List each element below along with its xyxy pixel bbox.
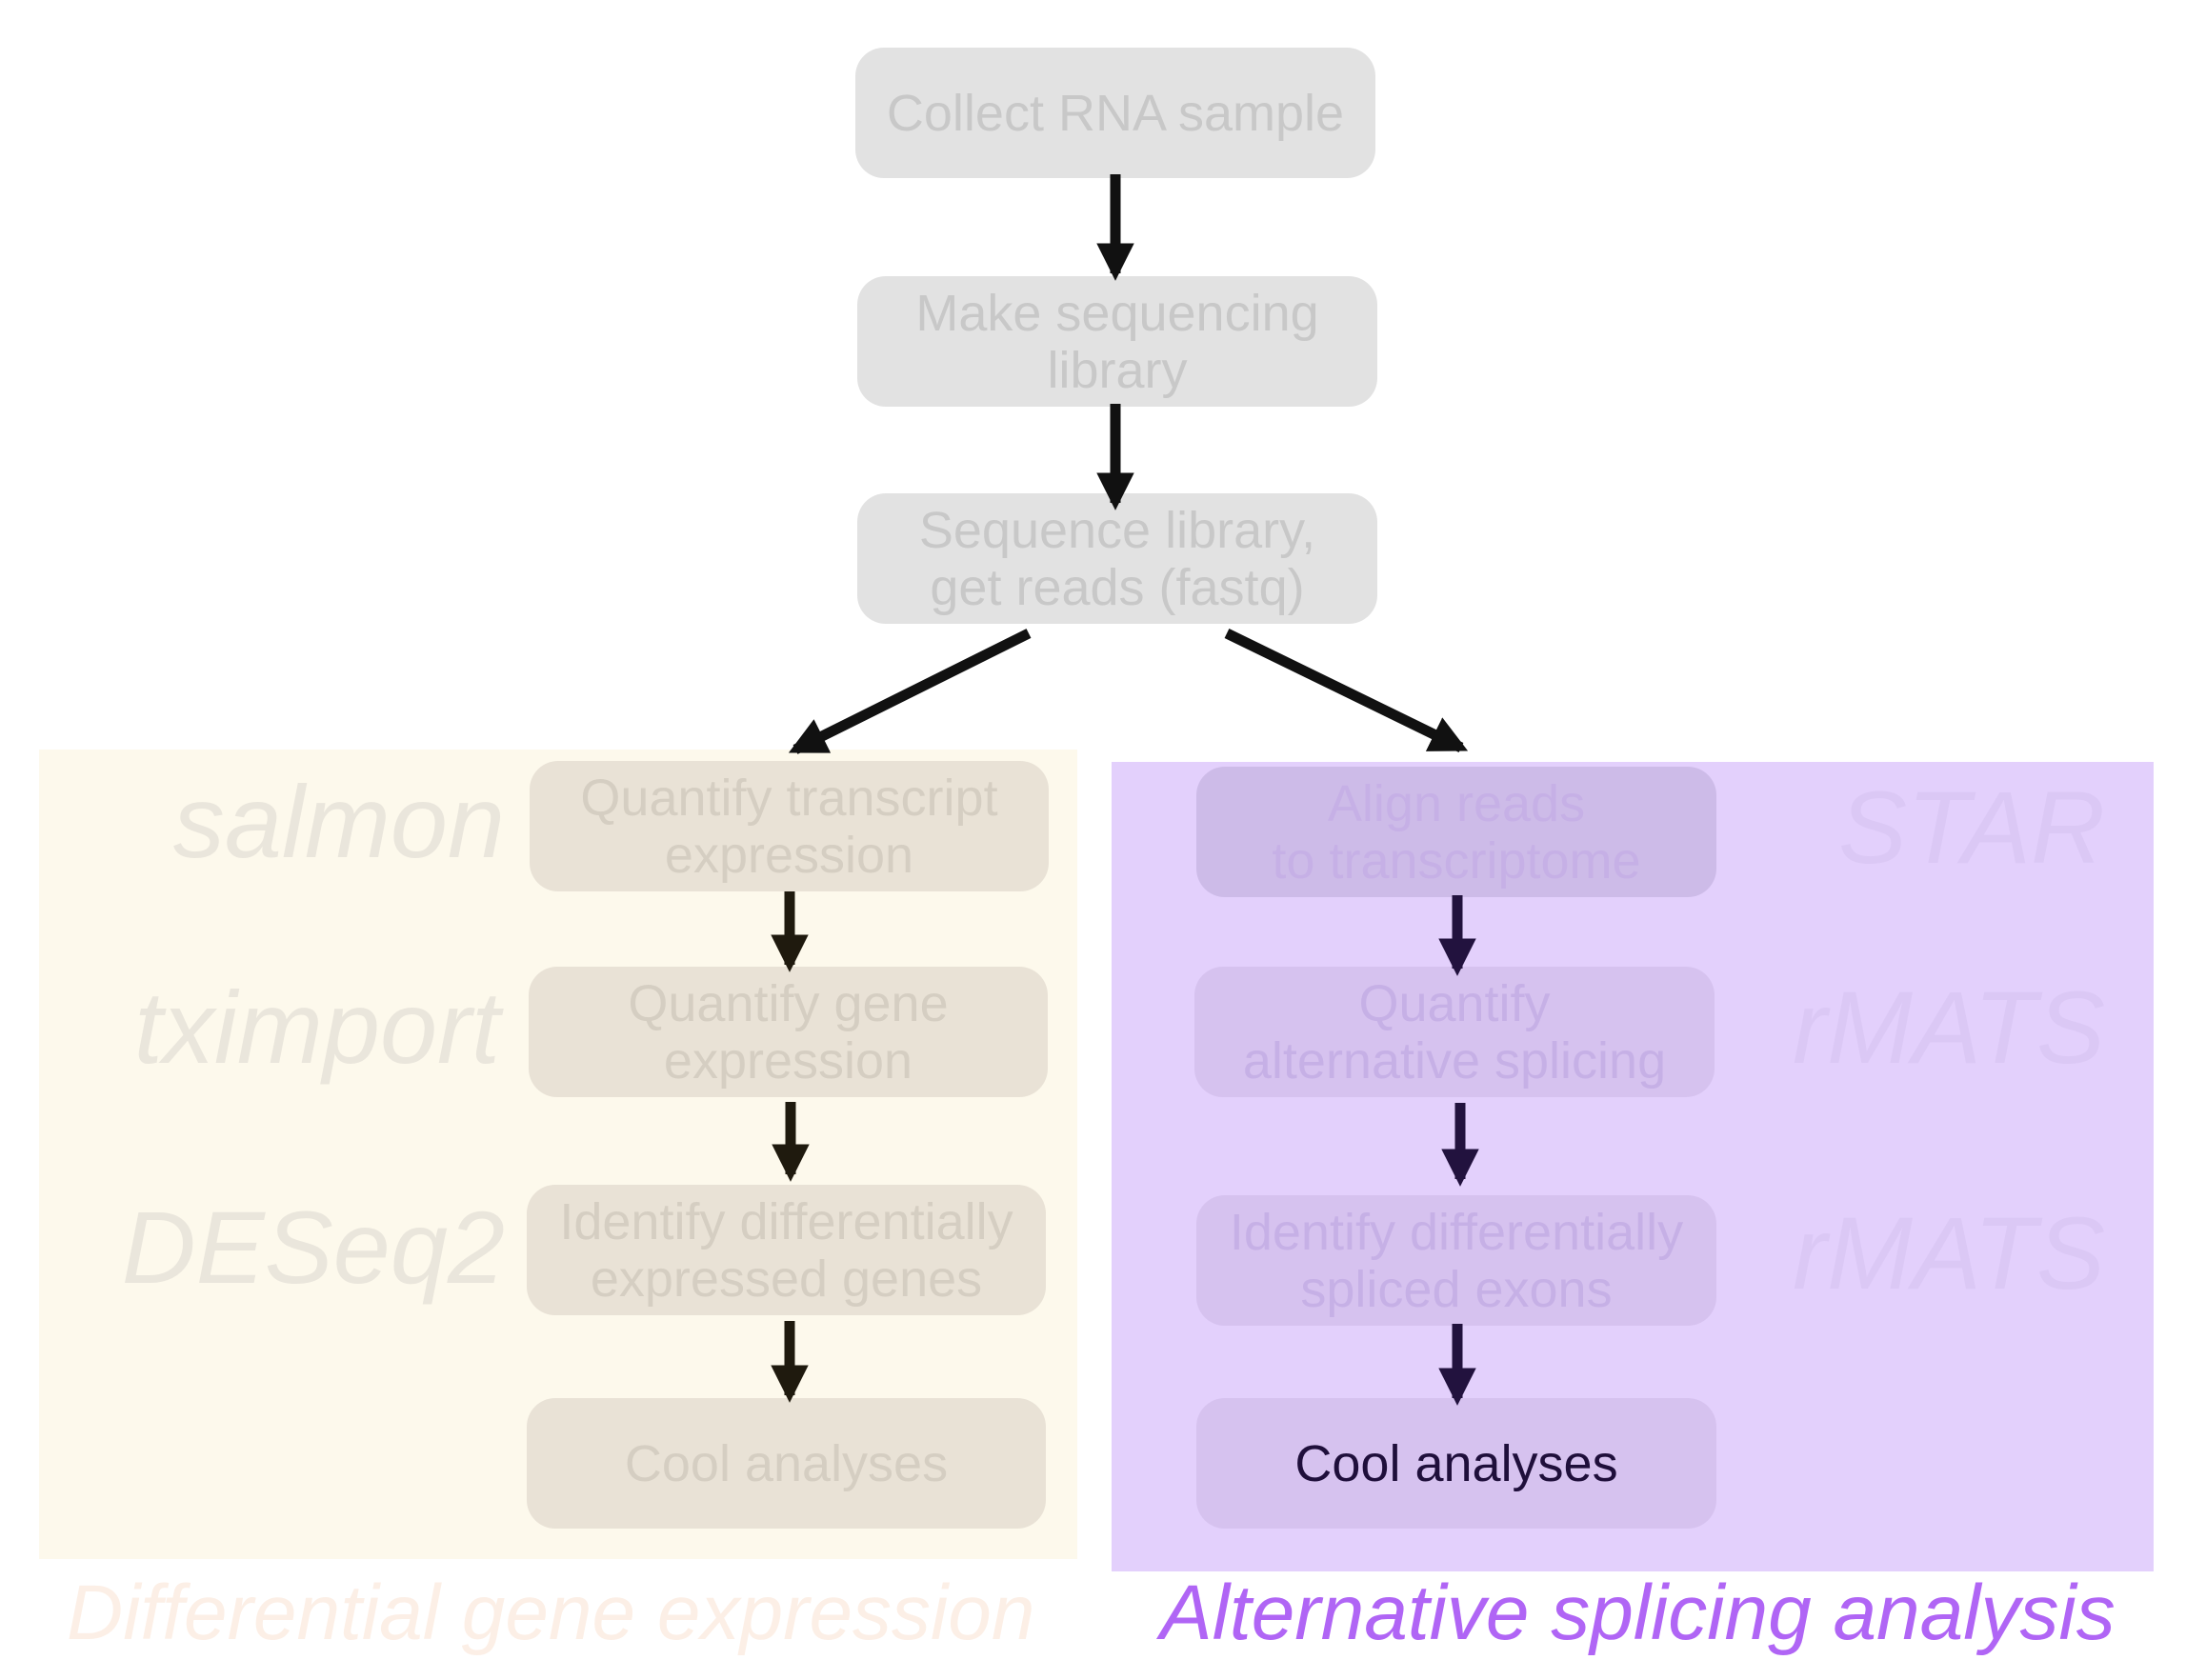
alternative-splicing-caption: Alternative splicing analysis bbox=[1160, 1570, 2116, 1656]
tool-rmats-identify: rMATS bbox=[1793, 1195, 2105, 1310]
tool-star: STAR bbox=[1837, 770, 2105, 885]
tool-deseq2: DESeq2 bbox=[121, 1190, 505, 1305]
tool-salmon: salmon bbox=[172, 764, 505, 879]
tool-rmats-quantify: rMATS bbox=[1793, 970, 2105, 1085]
step-cool-analyses-right: Cool analyses bbox=[1196, 1398, 1716, 1529]
step-cool-analyses-left: Cool analyses bbox=[527, 1398, 1046, 1529]
arrow-sequence-to-left-branch bbox=[788, 629, 1032, 754]
step-align-reads: Align reads to transcriptome bbox=[1196, 767, 1716, 897]
step-quantify-splicing: Quantify alternative splicing bbox=[1194, 967, 1715, 1097]
step-quantify-gene: Quantify gene expression bbox=[529, 967, 1048, 1097]
differential-expression-caption: Differential gene expression bbox=[67, 1570, 1035, 1656]
arrow-sequence-to-right-branch bbox=[1224, 629, 1469, 752]
tool-tximport: tximport bbox=[133, 970, 500, 1085]
step-identify-ds-exons: Identify differentially spliced exons bbox=[1196, 1195, 1716, 1326]
step-make-library: Make sequencing library bbox=[857, 276, 1377, 407]
step-identify-de-genes: Identify differentially expressed genes bbox=[527, 1185, 1046, 1315]
step-quantify-transcript: Quantify transcript expression bbox=[530, 761, 1049, 891]
step-collect-rna: Collect RNA sample bbox=[855, 48, 1375, 178]
step-sequence-library: Sequence library, get reads (fastq) bbox=[857, 493, 1377, 624]
